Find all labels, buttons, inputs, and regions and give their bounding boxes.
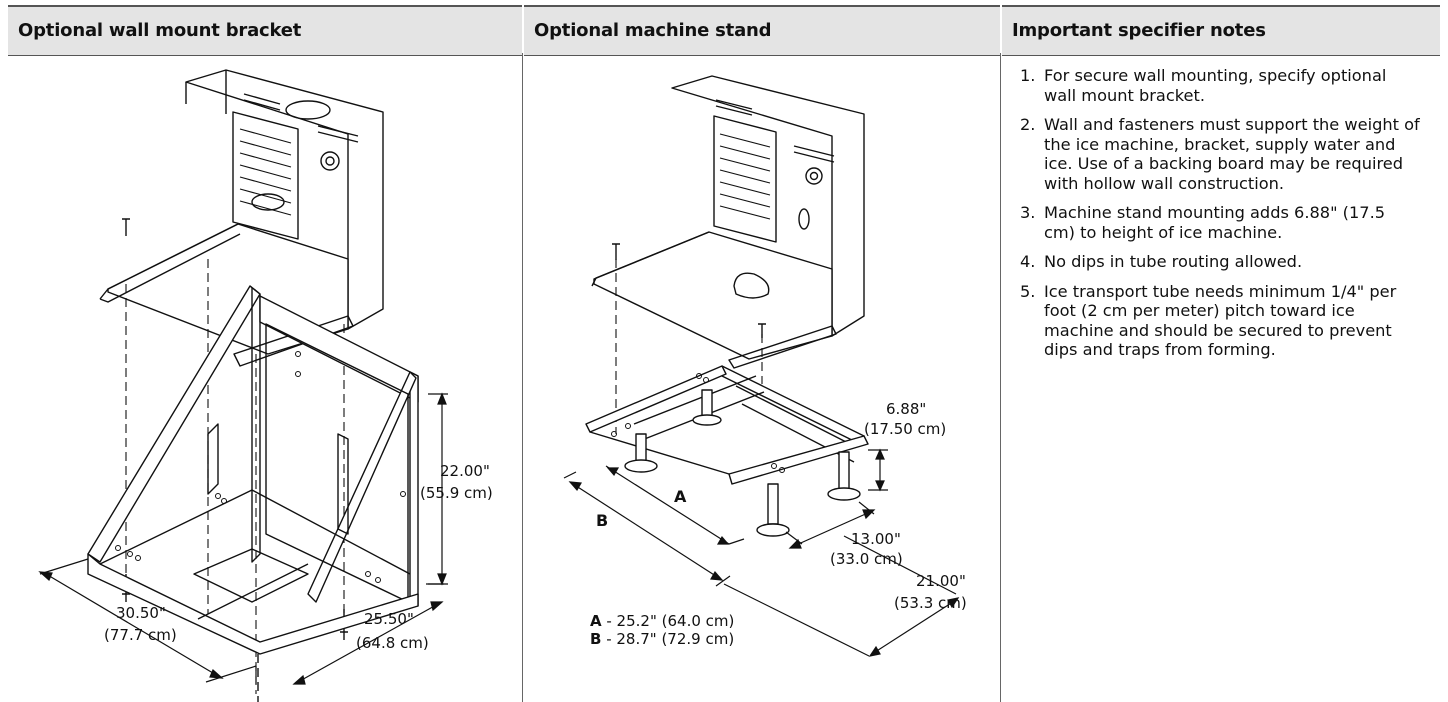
stand-inner-cm: (33.0 cm): [830, 550, 903, 568]
note-item: 3.Machine stand mounting adds 6.88" (17.…: [1020, 203, 1386, 242]
stand-label-a: A: [674, 487, 687, 506]
bracket-depth-in: 25.50": [364, 610, 414, 628]
header-bracket-label: Optional wall mount bracket: [18, 20, 302, 41]
stand-key-a-value: - 25.2" (64.0 cm): [601, 612, 735, 630]
header-stand: Optional machine stand: [524, 5, 1000, 56]
stand-key-a: A - 25.2" (64.0 cm): [590, 612, 734, 630]
stand-key-b: B - 28.7" (72.9 cm): [590, 630, 734, 648]
stand-outer-cm: (53.3 cm): [894, 594, 967, 612]
header-notes: Important specifier notes: [1002, 5, 1440, 56]
header-notes-label: Important specifier notes: [1012, 20, 1266, 41]
notes-column: 1.For secure wall mounting, specify opti…: [1002, 54, 1440, 702]
stand-inner-in: 13.00": [851, 530, 901, 548]
stand-outer-in: 21.00": [916, 572, 966, 590]
note-item: 5.Ice transport tube needs minimum 1/4" …: [1020, 281, 1397, 360]
stand-key-b-letter: B: [590, 630, 602, 648]
stand-key-a-letter: A: [590, 612, 602, 630]
stand-column: A B 6.88" (17.50 cm) 13.00" (33.0 cm) 21…: [524, 54, 1000, 702]
note-item: 2.Wall and fasteners must support the we…: [1020, 115, 1420, 193]
spec-sheet: Optional wall mount bracket Optional mac…: [8, 0, 1440, 702]
bracket-height-cm: (55.9 cm): [420, 484, 493, 502]
bracket-depth-cm: (64.8 cm): [356, 634, 429, 652]
stand-height-in: 6.88": [886, 400, 926, 418]
note-item: 1.For secure wall mounting, specify opti…: [1020, 66, 1387, 105]
stand-key-b-value: - 28.7" (72.9 cm): [601, 630, 735, 648]
column-divider-2: [1000, 53, 1001, 702]
wall-bracket-drawing: 22.00" (55.9 cm) 30.50" (77.7 cm) 25.50"…: [38, 69, 493, 702]
header-stand-label: Optional machine stand: [534, 20, 772, 41]
stand-height-cm: (17.50 cm): [864, 420, 946, 438]
bracket-width-in: 30.50": [116, 604, 166, 622]
bracket-column: 22.00" (55.9 cm) 30.50" (77.7 cm) 25.50"…: [8, 54, 522, 702]
bracket-height-in: 22.00": [440, 462, 490, 480]
specifier-notes-list: 1.For secure wall mounting, specify opti…: [1020, 66, 1420, 370]
note-item: 4.No dips in tube routing allowed.: [1020, 252, 1303, 271]
stand-label-b: B: [596, 511, 608, 530]
column-divider-1: [522, 53, 523, 702]
machine-stand-drawing: A B 6.88" (17.50 cm) 13.00" (33.0 cm) 21…: [563, 75, 967, 657]
header-bracket: Optional wall mount bracket: [8, 5, 522, 56]
bracket-width-cm: (77.7 cm): [104, 626, 177, 644]
